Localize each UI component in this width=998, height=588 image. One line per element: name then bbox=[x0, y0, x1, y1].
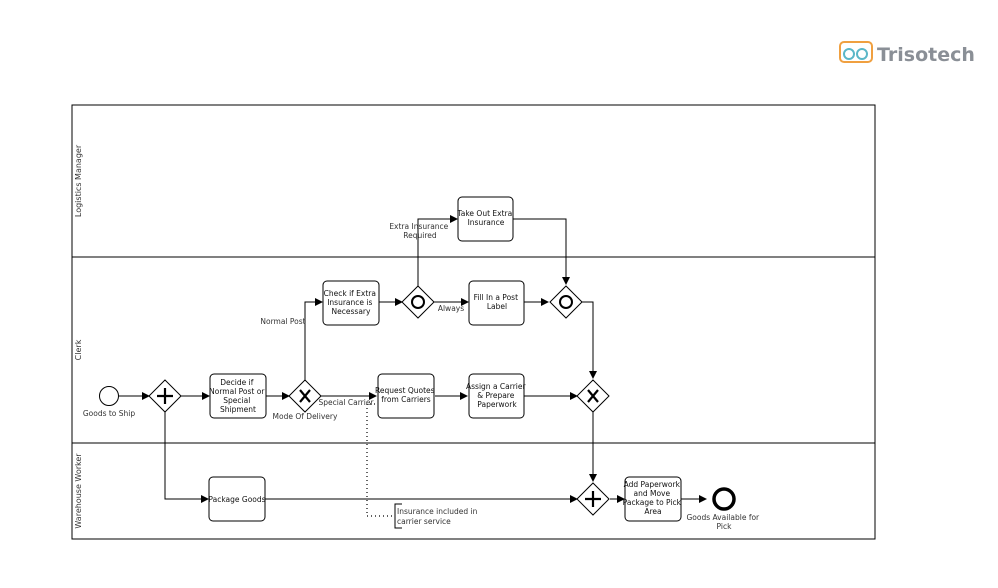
pool-border bbox=[71, 104, 876, 540]
task-take-out-insurance[interactable]: Take Out Extra Insurance bbox=[456, 196, 514, 242]
start-event[interactable] bbox=[99, 386, 119, 406]
lane-label-logistics: Logistics Manager bbox=[74, 144, 83, 217]
trisotech-logo: Trisotech bbox=[839, 41, 975, 66]
task-decide[interactable]: Decide if Normal Post or Special Shipmen… bbox=[209, 373, 267, 419]
end-event[interactable] bbox=[712, 487, 736, 511]
gateway-label-mode: Mode Of Delivery bbox=[273, 412, 338, 421]
exclusive-gateway-join[interactable] bbox=[576, 379, 610, 413]
flow-label-special-carrier: Special Carrier bbox=[318, 398, 374, 407]
circle-icon bbox=[411, 295, 425, 309]
x-icon bbox=[587, 389, 599, 403]
flow-extra-required bbox=[417, 215, 458, 286]
annotation-association bbox=[366, 403, 392, 517]
flow-label-always: Always bbox=[438, 304, 464, 313]
pool bbox=[71, 104, 876, 540]
end-event-label: Goods Available for Pick bbox=[686, 513, 761, 531]
task-add-paperwork[interactable]: Add Paperwork and Move Package to Pick A… bbox=[623, 476, 684, 522]
flow-label-extra-required: Extra Insurance Required bbox=[389, 222, 450, 240]
task-fill-post-label[interactable]: Fill In a Post Label bbox=[468, 280, 525, 326]
flow-incl-xor bbox=[582, 301, 597, 379]
logo-text: Trisotech bbox=[877, 44, 975, 66]
exclusive-gateway-mode[interactable] bbox=[288, 379, 322, 413]
lane-label-clerk: Clerk bbox=[74, 339, 83, 360]
inclusive-gateway-join[interactable] bbox=[549, 285, 583, 319]
circle-icon bbox=[559, 295, 573, 309]
text-annotation-bracket bbox=[394, 503, 402, 529]
lane-label-warehouse: Warehouse Worker bbox=[74, 453, 83, 529]
svg-text:Decide if Normal Post or: Decide if Normal Post or Special Shipmen… bbox=[209, 378, 267, 414]
flow-label-normal-post: Normal Post bbox=[260, 317, 305, 326]
flow-split-package bbox=[164, 412, 209, 503]
logo-icon bbox=[839, 41, 873, 63]
task-request-quotes[interactable]: Request Quotes from Carriers bbox=[375, 373, 437, 419]
parallel-gateway-join[interactable] bbox=[576, 482, 610, 516]
task-check-insurance[interactable]: Check if Extra Insurance is Necessary bbox=[322, 280, 380, 326]
task-assign-carrier[interactable]: Assign a Carrier & Prepare Paperwork bbox=[466, 373, 528, 419]
x-icon bbox=[299, 389, 311, 403]
svg-text:Package Goods: Package Goods bbox=[208, 495, 265, 504]
sequence-flows bbox=[119, 215, 707, 503]
plus-icon bbox=[585, 491, 601, 507]
plus-icon bbox=[157, 388, 173, 404]
svg-text:Request Quotes from Carr: Request Quotes from Carriers bbox=[375, 386, 437, 404]
svg-text:Add Paperwork and Move: Add Paperwork and Move Package to Pick A… bbox=[623, 480, 684, 516]
text-annotation: Insurance included in carrier service bbox=[397, 507, 480, 526]
svg-text:Check if Extra Insurance: Check if Extra Insurance is Necessary bbox=[324, 289, 379, 316]
flow-normal-post bbox=[304, 298, 323, 380]
svg-text:Take Out Extra Insurance: Take Out Extra Insurance bbox=[456, 209, 514, 227]
inclusive-gateway-insurance[interactable] bbox=[401, 285, 435, 319]
svg-text:Fill In a Post Label: Fill In a Post Label bbox=[474, 293, 521, 311]
svg-text:Assign a Carrier & Prepa: Assign a Carrier & Prepare Paperwork bbox=[466, 382, 528, 409]
parallel-gateway-split[interactable] bbox=[148, 379, 182, 413]
start-event-label: Goods to Ship bbox=[83, 409, 136, 418]
task-package-goods[interactable]: Package Goods bbox=[208, 476, 266, 522]
flow-extra-join bbox=[513, 218, 570, 285]
